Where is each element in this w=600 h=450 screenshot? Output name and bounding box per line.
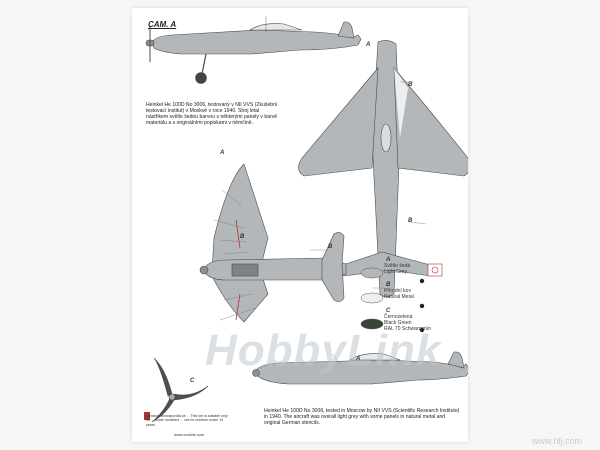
side-view-bottom-fin [447, 351, 465, 369]
icon-black-dot-1 [419, 278, 425, 284]
plan-view-bottom-red-stripe-1 [235, 219, 241, 249]
callout-b-tail: B [328, 244, 333, 250]
swatch-black-green [360, 318, 384, 330]
propeller-blade-1 [153, 357, 173, 397]
instruction-sheet: CAM. A Heinkel He 100D No 3006, testovan… [132, 8, 468, 442]
callout-a-bottom: A [220, 150, 225, 156]
plan-view-top-right-wing [393, 67, 468, 177]
propeller-view [151, 357, 209, 423]
side-view-bottom-spinner [252, 369, 260, 377]
plan-view-bottom-spinner [199, 265, 209, 275]
side-view-top-wheel [195, 72, 207, 84]
callout-c-prop: C [190, 378, 195, 384]
callout-b-wing: B [240, 234, 245, 240]
side-view-bottom-canopy [349, 353, 401, 361]
plan-view-top-white-panel [394, 68, 408, 138]
side-view-bottom [252, 351, 468, 385]
hlj-watermark: www.hlj.com [531, 436, 582, 446]
plan-view-bottom-gear-bay [231, 263, 259, 277]
propeller-blade-2 [173, 385, 209, 401]
website-link[interactable]: www.xxxkits.com [174, 432, 205, 437]
safety-badge [419, 263, 443, 333]
callout-b-top-wing: B [408, 82, 413, 88]
side-view-top-fin [337, 21, 355, 39]
swatch-natural-metal [360, 292, 384, 304]
side-view-top-fuselage [151, 29, 362, 55]
callout-a-top: A [366, 42, 371, 48]
description-english: Heinkel He 100D No 3006, tested in Mosco… [264, 408, 460, 427]
plan-view-bottom-red-stripe-2 [235, 293, 241, 321]
propeller-blade-3 [151, 397, 175, 423]
description-czech: Heinkel He 100D No 3006, testovaný v NII… [146, 102, 278, 127]
side-view-bottom-fuselage [255, 359, 468, 385]
side-view-top [145, 16, 362, 84]
paint-swatches [360, 267, 384, 330]
aircraft-drawings [144, 16, 468, 423]
side-view-top-gear-strut [201, 53, 207, 75]
side-view-top-canopy [249, 23, 303, 31]
icon-black-dot-3 [419, 327, 425, 333]
swatch-label-c: Černozelená Black Green RAL 70 Schwarzgr… [384, 314, 432, 332]
hobbylink-watermark: HobbyLink [205, 326, 442, 375]
swatch-code-a: A [386, 257, 391, 263]
warning-box [144, 412, 150, 420]
callout-a-side: A [356, 356, 361, 362]
plan-view-bottom [199, 163, 347, 323]
plan-view-top-canopy [380, 123, 392, 153]
leader-lines [213, 81, 427, 365]
plan-view-bottom-tailplane [321, 232, 345, 302]
camo-title: CAM. A [148, 20, 177, 29]
plan-view-bottom-left-wing [211, 163, 269, 271]
swatch-code-c: C [386, 308, 391, 314]
icon-black-dot-2 [419, 303, 425, 309]
swatch-label-a: Světle šedá Light Grey [384, 263, 411, 275]
swatch-label-b: Přírodní kov Natural Metal [384, 288, 414, 300]
swatch-code-b: B [386, 282, 391, 288]
propeller-hub [168, 393, 176, 401]
warning-text: Výrobce nezodpovídá za ... This set is s… [146, 414, 228, 427]
swatch-light-grey [360, 267, 384, 279]
callout-b-top-wing-2: B [408, 218, 413, 224]
plan-view-top-left-wing [298, 67, 379, 177]
